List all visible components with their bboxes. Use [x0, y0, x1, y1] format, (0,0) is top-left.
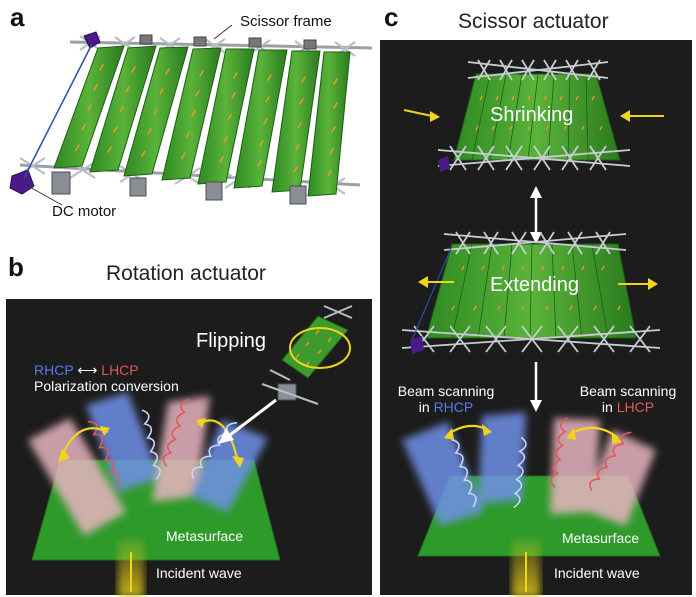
beam-scanning-rhcp: Beam scanning in RHCP [392, 383, 500, 415]
beam-scanning-rhcp-line2: in RHCP [392, 399, 500, 415]
panel-c-title: Scissor actuator [458, 10, 609, 33]
label-rhcp: RHCP [34, 362, 74, 378]
polarization-conversion-line1: RHCP ⟷ LHCP [34, 362, 139, 379]
beam-scanning-lhcp-line2: in LHCP [572, 399, 684, 415]
beam-rhcp-pol: RHCP [433, 399, 474, 415]
beam-scanning-lhcp-line1: Beam scanning [579, 383, 677, 399]
panel-c-letter: c [384, 2, 399, 32]
label-incident-wave-c: Incident wave [554, 565, 640, 581]
beam-scanning-rhcp-line1: Beam scanning [397, 383, 495, 399]
beam-scanning-lhcp: Beam scanning in LHCP [572, 383, 684, 415]
double-arrow-icon: ⟷ [77, 362, 98, 378]
label-metasurface-c: Metasurface [562, 530, 640, 546]
label-extending: Extending [490, 274, 579, 296]
panel-b-background [6, 299, 372, 595]
beam-rhcp-prefix: in [418, 399, 434, 415]
label-shrinking: Shrinking [490, 104, 574, 126]
label-metasurface-b: Metasurface [166, 528, 244, 544]
label-lhcp: LHCP [101, 362, 139, 378]
label-flipping: Flipping [196, 330, 267, 352]
label-incident-wave-b: Incident wave [156, 565, 242, 581]
panel-b-letter: b [8, 252, 24, 282]
label-polarization-conversion: Polarization conversion [34, 378, 179, 394]
panel-b-title: Rotation actuator [106, 262, 266, 285]
panel-a-letter: a [10, 2, 25, 32]
beam-lhcp-pol: LHCP [616, 399, 655, 415]
label-dc-motor: DC motor [52, 203, 117, 220]
label-scissor-frame: Scissor frame [240, 13, 332, 30]
beam-lhcp-prefix: in [601, 399, 617, 415]
